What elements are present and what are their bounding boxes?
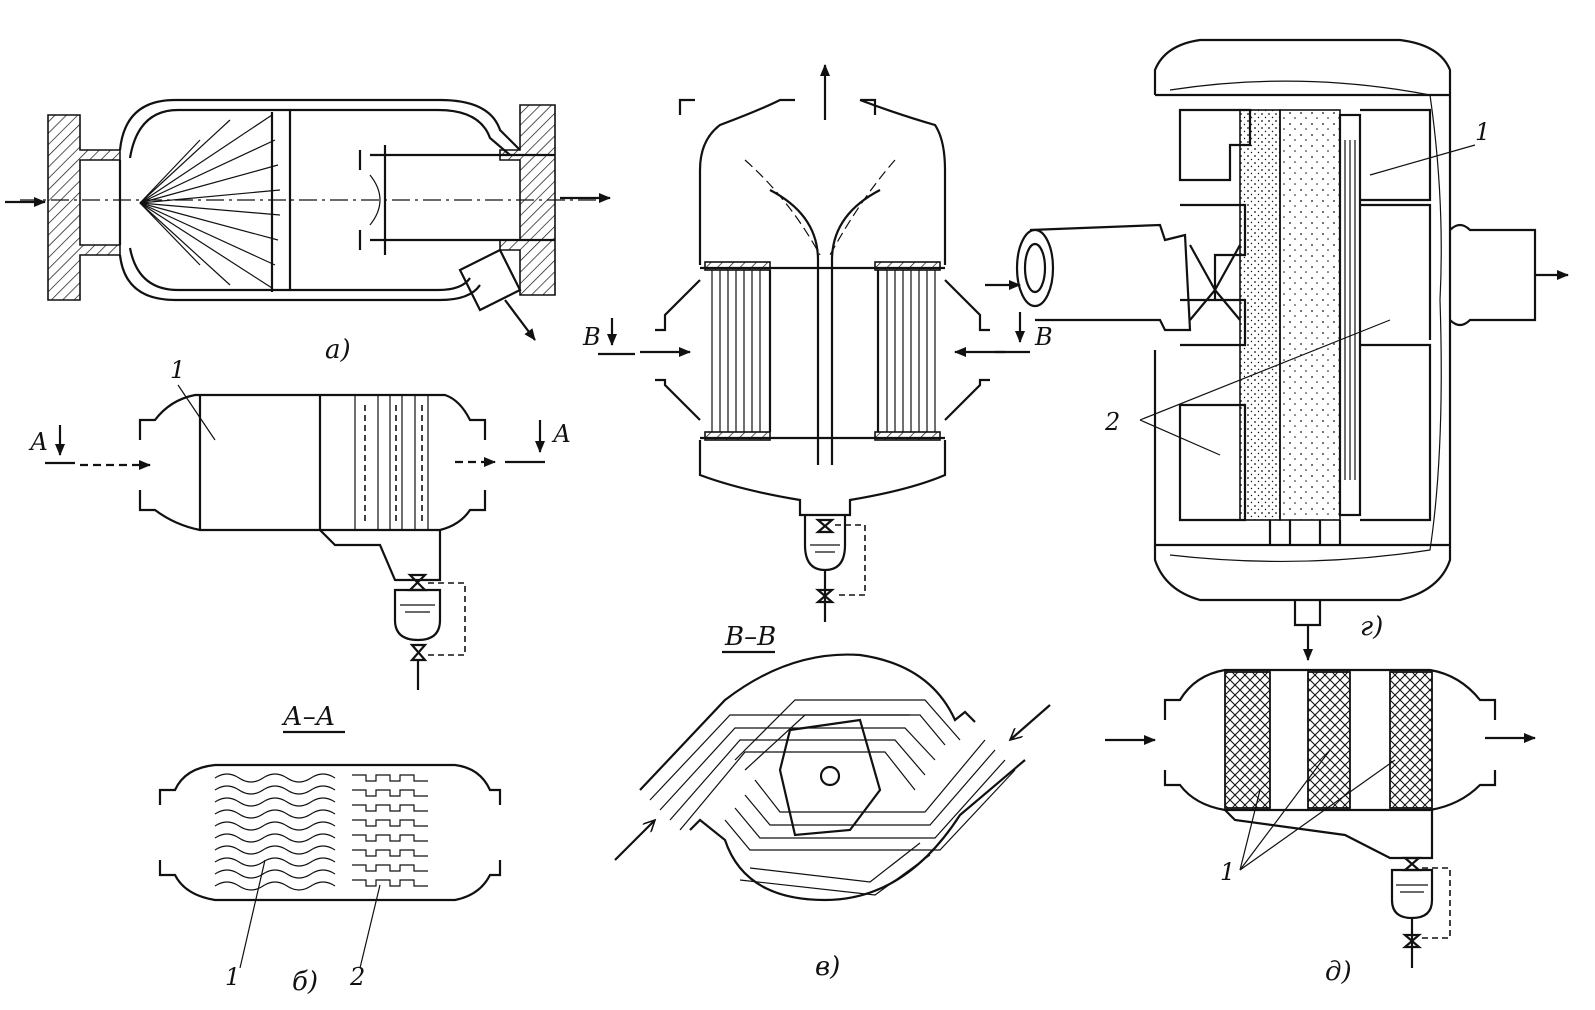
figure-d-label: д) [1325,957,1352,987]
cut-v-right-label: В [1034,323,1053,351]
figure-v-section-vv: В–В в) [614,622,1051,982]
num-2-g: 2 [1104,408,1120,436]
num-1-g: 1 [1475,118,1490,146]
section-vv-label: В–В [724,622,776,652]
cut-a-left-label: А [28,428,48,456]
figure-b-label: б) [292,967,318,997]
figure-v-label: в) [815,952,840,982]
channel-plates [352,774,428,887]
figure-g-label: г) [1360,612,1383,642]
section-aa-label: А–А [281,702,335,732]
figure-a-label: а) [325,335,351,365]
figure-v-vertical-separator: В В [582,64,1053,622]
cut-a-right-label: А [551,420,571,448]
figure-a-cyclone-separator: а) [5,98,611,365]
num-1-b-bottom: 1 [225,963,240,991]
num-2-b-bottom: 2 [349,963,365,991]
figure-b-section-aa: А–А 1 б) 2 [158,702,502,997]
cut-v-left-label: В [582,323,601,351]
figure-b-separator-side-view: А А 1 [28,356,571,690]
figure-d-mesh-separator: 1 д) [1105,668,1536,987]
figure-g-large-separator: 1 2 г) [985,38,1569,661]
num-1-d: 1 [1220,858,1235,886]
wave-plates [214,773,336,891]
num-1-b-top: 1 [170,356,185,384]
